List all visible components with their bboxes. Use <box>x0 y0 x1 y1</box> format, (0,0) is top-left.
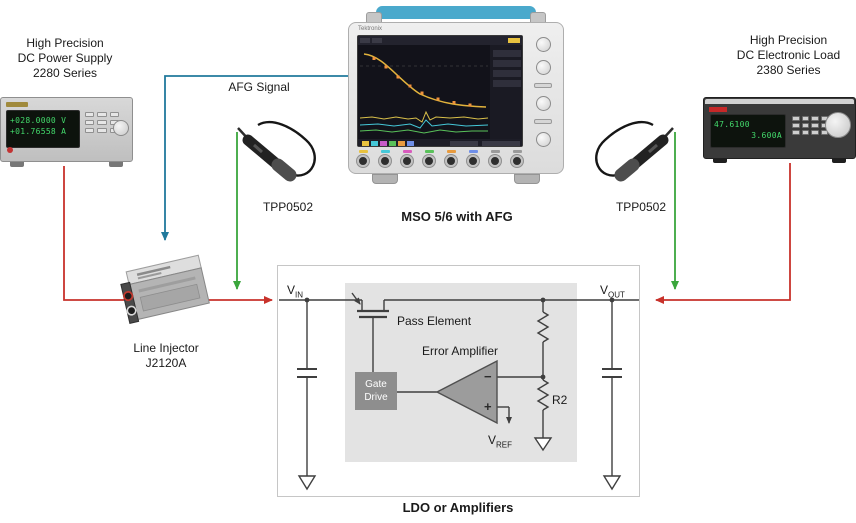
supply-to-injector-line <box>63 166 124 301</box>
probe-left-label: TPP0502 <box>262 200 314 214</box>
scope-foot <box>514 174 540 184</box>
load-voltage-readout: 47.6100 <box>714 120 750 129</box>
oscilloscope-device: Tektronix <box>348 6 564 188</box>
dc-power-supply-device: +028.0000 V +01.76558 A <box>0 97 133 167</box>
voltage-probe-right <box>588 112 683 200</box>
injector-input-connector <box>123 290 134 302</box>
scope-front-panel: Tektronix <box>348 22 564 174</box>
load-current-readout: 3.600A <box>751 131 782 140</box>
load-front-panel: 47.6100 3.600A <box>703 97 856 159</box>
vout-label: VOUT <box>600 283 625 300</box>
scope-button <box>534 119 552 124</box>
dc-electronic-load-device: 47.6100 3.600A <box>703 97 856 163</box>
bnc-connector <box>379 155 391 167</box>
scope-knob <box>535 37 551 52</box>
psu-front-panel: +028.0000 V +01.76558 A <box>0 97 133 162</box>
load-knob <box>825 112 851 138</box>
vin-label: VIN <box>287 283 304 300</box>
electronic-load-label: High Precision DC Electronic Load 2380 S… <box>736 33 841 77</box>
scope-input-channels <box>357 150 523 167</box>
bnc-connector <box>511 155 523 167</box>
scope-waveform-graphic <box>358 36 522 146</box>
opamp-minus-sign: − <box>484 369 492 384</box>
scope-foot <box>372 174 398 184</box>
bnc-connector <box>467 155 479 167</box>
scope-caption: MSO 5/6 with AFG <box>401 209 513 224</box>
line-injector-label: Line Injector J2120A <box>133 341 199 370</box>
pass-element-label: Pass Element <box>397 314 472 328</box>
scope-knob <box>535 132 551 147</box>
scope-button <box>534 83 552 88</box>
vref-label: VREF <box>487 433 512 450</box>
ldo-caption: LDO or Amplifiers <box>402 500 514 515</box>
load-display: 47.6100 3.600A <box>710 114 786 148</box>
error-amplifier-label: Error Amplifier <box>422 344 499 358</box>
r2-label: R2 <box>552 393 568 407</box>
scope-control-knobs <box>528 37 558 147</box>
line-injector-device <box>120 247 216 339</box>
scope-brand-text: Tektronix <box>358 26 383 32</box>
psu-brand-badge <box>6 102 28 107</box>
scope-screen <box>357 35 523 147</box>
bnc-connector <box>445 155 457 167</box>
psu-current-readout: +01.76558 A <box>10 127 67 136</box>
scope-handle <box>376 6 536 19</box>
psu-display: +028.0000 V +01.76558 A <box>6 110 80 148</box>
psu-voltage-readout: +028.0000 V <box>10 116 67 125</box>
psu-power-button <box>7 147 13 153</box>
voltage-probe-left <box>228 112 323 200</box>
bnc-connector <box>489 155 501 167</box>
bnc-connector <box>401 155 413 167</box>
power-supply-label: High Precision DC Power Supply 2280 Seri… <box>17 36 113 80</box>
scope-knob <box>535 60 551 75</box>
injector-output-connector <box>126 305 137 316</box>
afg-signal-label: AFG Signal <box>228 80 290 94</box>
probe-right-label: TPP0502 <box>615 200 667 214</box>
bnc-connector <box>423 155 435 167</box>
gate-drive-block: Gate Drive <box>355 372 397 410</box>
load-keypad <box>792 116 828 135</box>
bnc-connector <box>357 155 369 167</box>
psu-knob <box>113 120 129 136</box>
opamp-plus-sign: + <box>484 399 492 414</box>
scope-knob <box>535 96 551 111</box>
load-brand-badge <box>709 107 727 112</box>
probe-cable <box>595 120 654 177</box>
